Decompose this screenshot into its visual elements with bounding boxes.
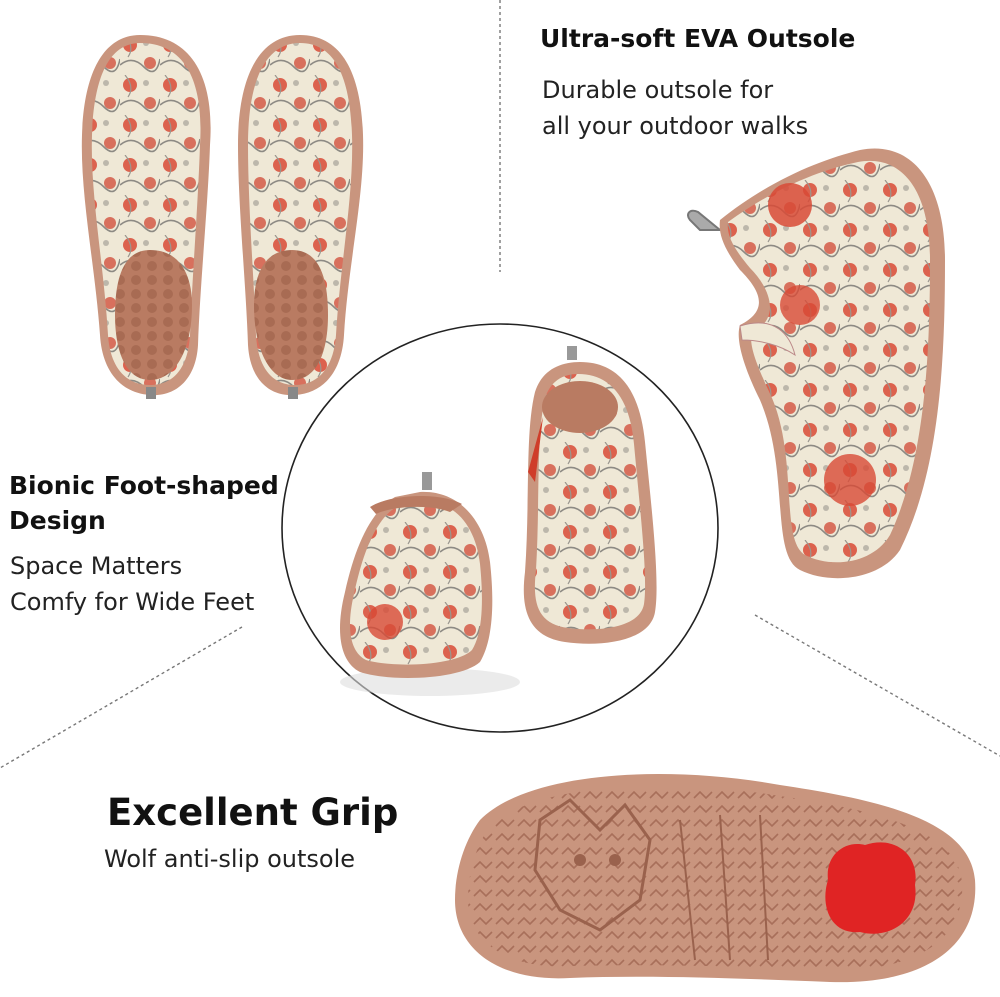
outsole-image bbox=[455, 774, 976, 983]
left-shoe-top bbox=[81, 35, 211, 399]
center-circle-shoes-image bbox=[281, 323, 719, 733]
right-shoe-top bbox=[238, 35, 364, 399]
divider-right-diagonal bbox=[754, 614, 1000, 757]
top-view-shoes-image bbox=[81, 35, 364, 399]
grip-title: Excellent Grip bbox=[107, 791, 399, 834]
center-left-shoe bbox=[340, 472, 493, 678]
bionic-line-2: Comfy for Wide Feet bbox=[10, 588, 255, 616]
bionic-line-1: Space Matters bbox=[10, 552, 183, 580]
bionic-title-line-1: Bionic Foot-shaped bbox=[9, 471, 279, 500]
divider-left-diagonal bbox=[0, 626, 243, 769]
bionic-title-line-2: Design bbox=[9, 506, 106, 535]
angled-shoe-image bbox=[687, 148, 945, 579]
eva-description: Durable outsole for all your outdoor wal… bbox=[542, 72, 808, 144]
grip-description: Wolf anti-slip outsole bbox=[104, 845, 356, 873]
eva-title: Ultra-soft EVA Outsole bbox=[540, 24, 856, 53]
bionic-title: Bionic Foot-shaped Design bbox=[9, 468, 279, 538]
eva-line-2: all your outdoor walks bbox=[542, 112, 809, 140]
bionic-description: Space Matters Comfy for Wide Feet bbox=[10, 548, 254, 620]
center-right-shoe bbox=[523, 346, 657, 644]
eva-line-1: Durable outsole for bbox=[542, 76, 774, 104]
red-grip-pad bbox=[825, 842, 916, 934]
